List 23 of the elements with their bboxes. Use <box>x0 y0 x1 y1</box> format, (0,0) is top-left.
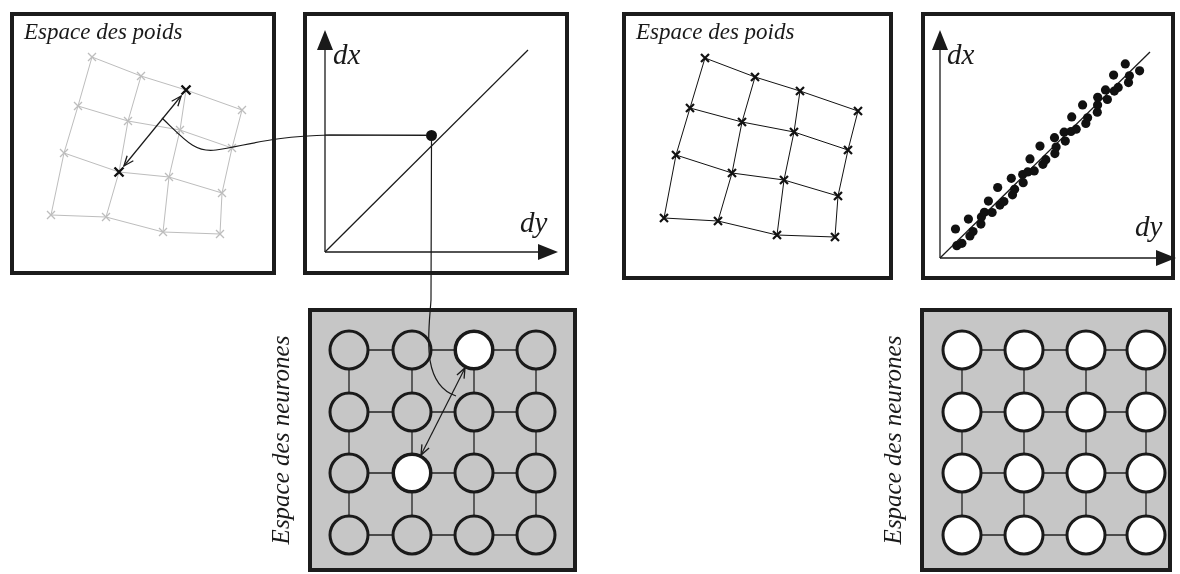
double-arrow <box>420 367 466 456</box>
connector-line <box>428 140 457 397</box>
weight-space-panel <box>10 12 276 275</box>
panel-title: Espace des poids <box>24 20 183 43</box>
data-point <box>426 130 437 141</box>
neuron-circle <box>454 330 494 370</box>
weight-space-panel <box>622 12 893 280</box>
axis-label: dx <box>333 40 361 69</box>
plot-panel <box>921 12 1175 280</box>
cross-marker <box>113 166 125 178</box>
axis-label: dx <box>947 40 975 69</box>
cross-marker <box>180 84 192 96</box>
plot-panel <box>303 12 569 275</box>
vertical-caption: Espace des neurones <box>266 334 295 547</box>
panel-title: Espace des poids <box>636 20 795 43</box>
vertical-caption: Espace des neurones <box>878 334 907 547</box>
axis-label: dy <box>1135 212 1163 241</box>
connector-line <box>161 117 427 151</box>
double-arrow <box>123 95 182 167</box>
neuron-grid-panel <box>308 308 577 572</box>
neuron-circle <box>392 453 432 493</box>
axis-label: dy <box>520 208 548 237</box>
neuron-grid-panel <box>920 308 1172 572</box>
